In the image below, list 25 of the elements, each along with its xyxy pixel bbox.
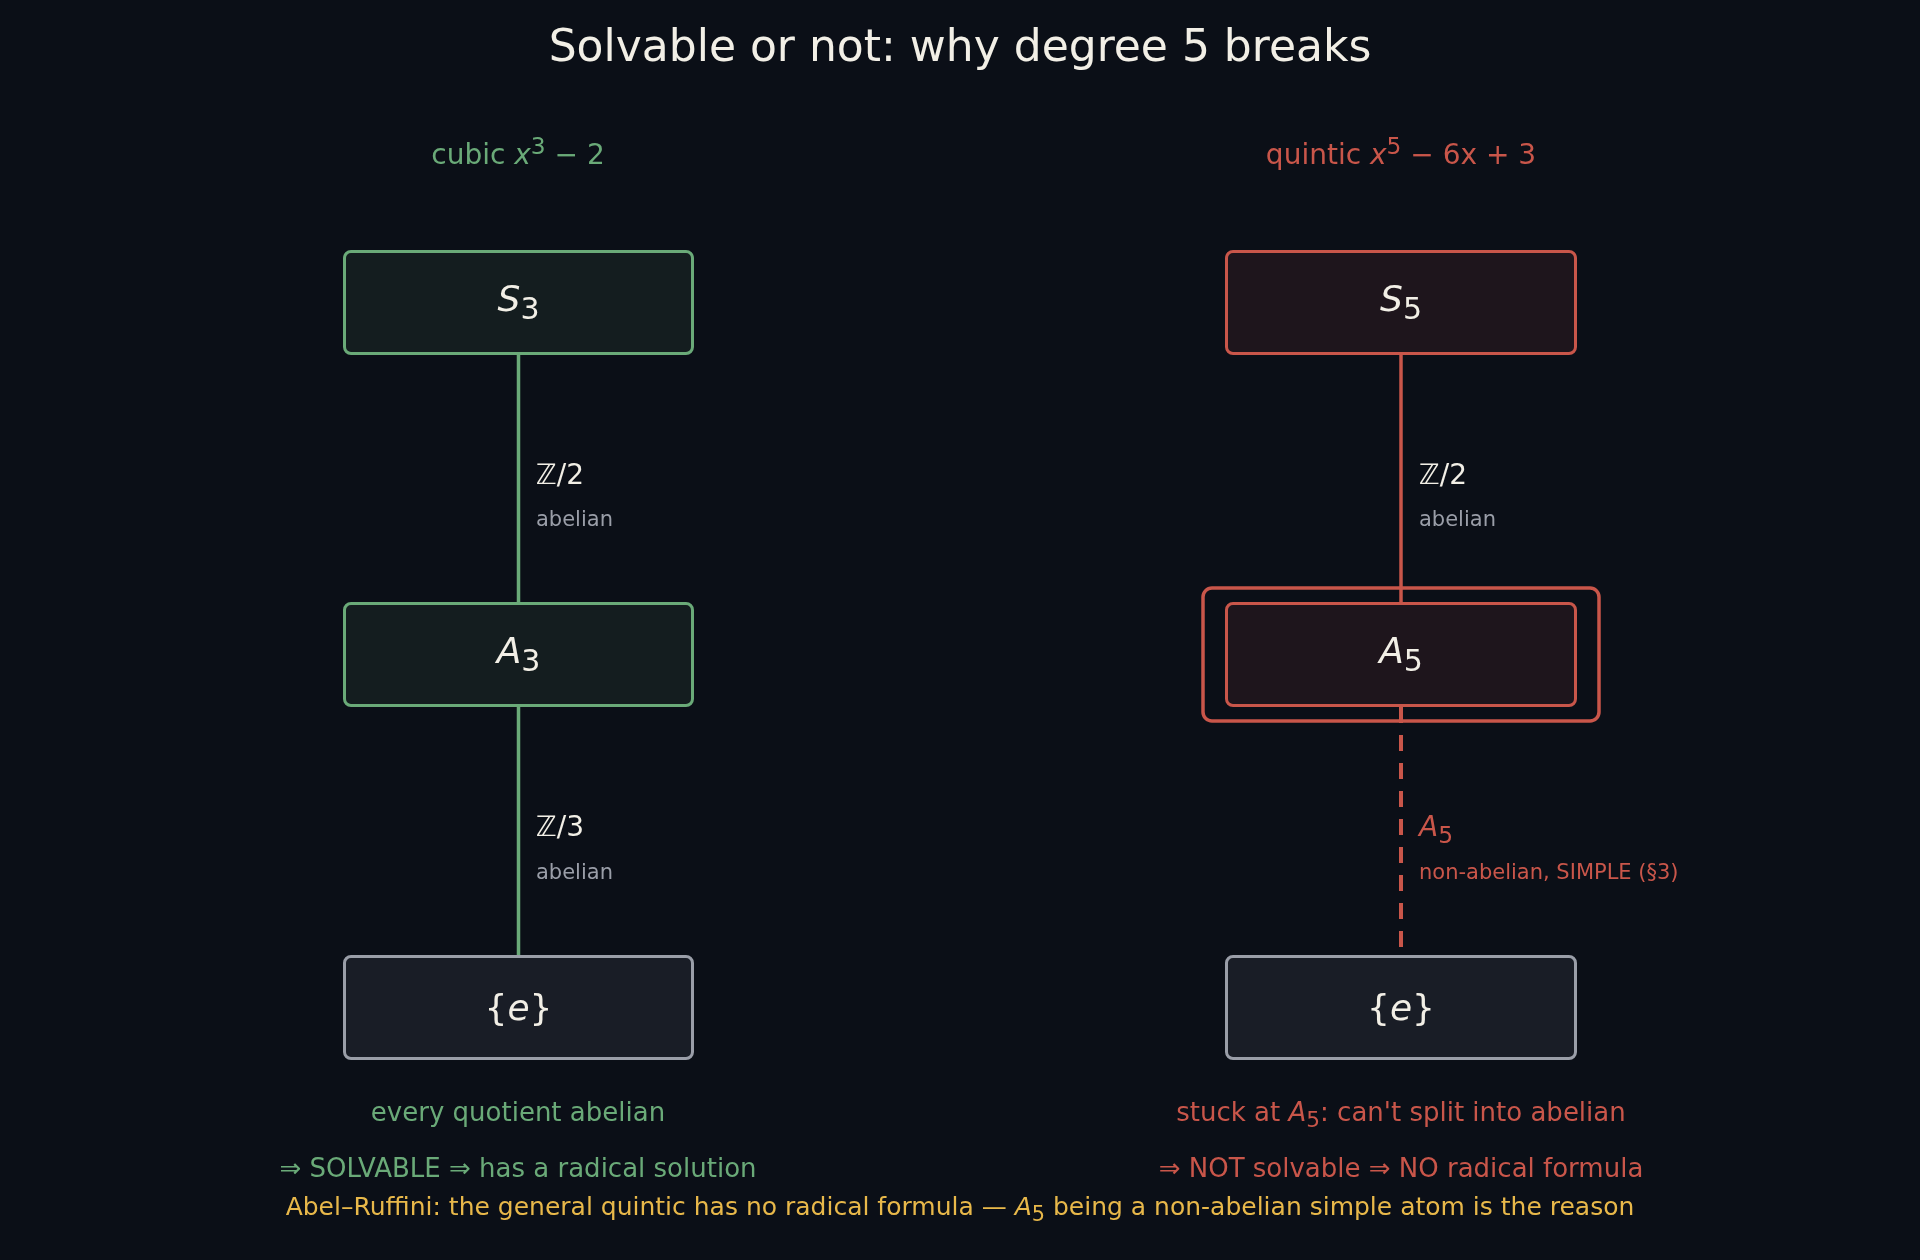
note-text: abelian (536, 507, 613, 531)
group-box: A$_{5}$ (1225, 602, 1577, 707)
note-text: cubic x$^{3}$ − 2 (431, 132, 605, 172)
note-text: abelian (1419, 507, 1496, 531)
note-text: every quotient abelian (370, 1097, 666, 1127)
group-box: A$_{3}$ (343, 602, 694, 707)
edge-label: A$_{5}$ (1419, 810, 1453, 849)
note-text: ⇒ NOT solvable ⇒ NO radical formula (1158, 1153, 1644, 1183)
connector-line (1399, 355, 1403, 602)
edge-label: ℤ/3 (536, 810, 585, 843)
group-box: {e} (343, 955, 694, 1060)
note-text: abelian (536, 860, 613, 884)
connector-line (516, 355, 521, 602)
caption: Abel–Ruffini: the general quintic has no radical formula — A$_{5}$ being a non-abelian simple atom is the reason (285, 1192, 1635, 1226)
group-box: {e} (1225, 955, 1577, 1060)
note-text: stuck at A$_{5}$: can't split into abelian (1176, 1097, 1626, 1133)
note-text: quintic x$^{5}$ − 6x + 3 (1265, 132, 1537, 172)
connector-line (516, 707, 521, 955)
edge-label: ℤ/2 (536, 458, 585, 491)
diagram-title: Solvable or not: why degree 5 breaks (548, 20, 1372, 71)
edge-label: ℤ/2 (1419, 458, 1468, 491)
note-text: ⇒ SOLVABLE ⇒ has a radical solution (279, 1153, 757, 1183)
note-text: non-abelian, SIMPLE (§3) (1419, 860, 1679, 884)
group-box: S$_{5}$ (1225, 250, 1577, 355)
group-box: S$_{3}$ (343, 250, 694, 355)
